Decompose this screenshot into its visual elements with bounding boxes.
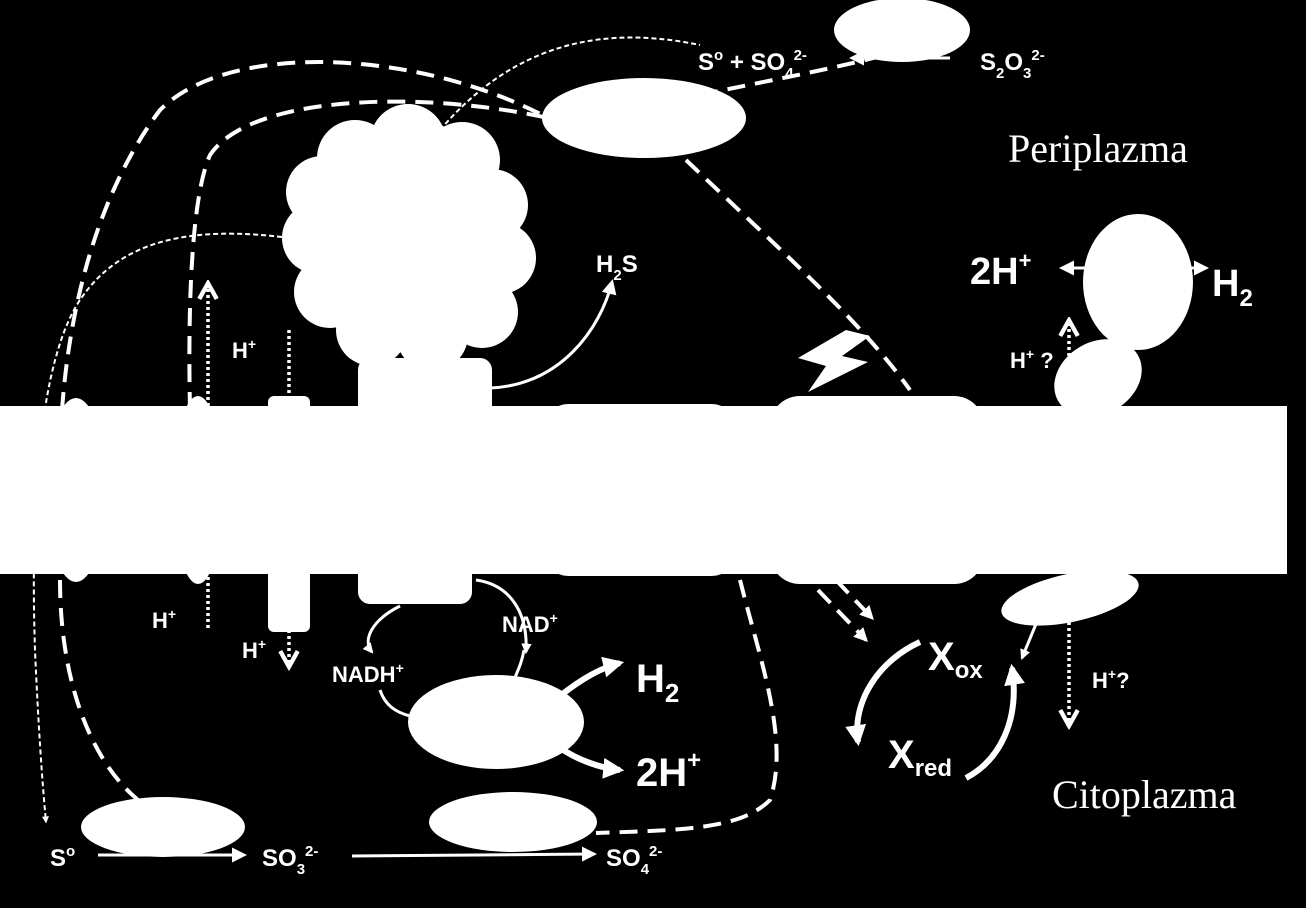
- periplasm-enzyme-center: [542, 78, 746, 158]
- label-s0-bottom: So: [50, 843, 75, 872]
- periplasm-label: Periplazma: [1008, 126, 1188, 171]
- labels: Periplazma Citoplazma So + SO42- S2O32- …: [50, 47, 1253, 878]
- label-2hplus-bottom: 2H+: [636, 747, 701, 795]
- hydrogenase-cytoplasm: [408, 675, 584, 769]
- label-2hplus-top: 2H+: [970, 248, 1031, 293]
- proton-arrows: [208, 285, 1069, 724]
- label-s0-plus-so4: So + SO42-: [698, 47, 807, 82]
- cytoplasmic-enzymes: [81, 675, 597, 857]
- label-hplus-cyto-2: H+: [242, 636, 266, 663]
- membrane-proteins: [46, 339, 1142, 632]
- membrane-protein-2: [173, 396, 223, 584]
- label-hplus-q-top: H+ ?: [1010, 346, 1054, 373]
- lightning-icon: [798, 330, 870, 392]
- label-so3: SO32-: [262, 843, 318, 878]
- membrane-protein-4: [358, 358, 492, 438]
- label-nadh: NADH+: [332, 660, 404, 687]
- membrane-protein-9: [1001, 570, 1139, 626]
- label-s2o3: S2O32-: [980, 47, 1045, 82]
- label-hplus-periplasm: H+: [232, 336, 256, 363]
- hydrogenase-periplasm: [1083, 214, 1193, 350]
- membrane-protein-8: [1054, 339, 1142, 417]
- membrane-protein-6: [546, 404, 734, 576]
- label-h2s: H2S: [596, 251, 638, 284]
- multiheme-cytochrome-cluster: [282, 104, 536, 371]
- label-hplus-cyto-1: H+: [152, 606, 176, 633]
- reaction-arrows: [98, 50, 1209, 863]
- membrane-protein-1: [46, 398, 106, 582]
- membrane-protein-3: [268, 396, 310, 632]
- label-so4-bottom: SO42-: [606, 843, 662, 878]
- periplasm-enzyme-top: [834, 0, 970, 62]
- periplasmic-enzymes: [282, 0, 1193, 392]
- label-h2-top: H2: [1212, 263, 1253, 312]
- label-xox: Xox: [928, 635, 983, 684]
- label-h2-bottom: H2: [636, 657, 679, 708]
- membrane-protein-7: [770, 396, 984, 584]
- fine-dotted-paths: [32, 36, 701, 824]
- label-xred: Xred: [888, 733, 952, 782]
- cytoplasm-enzyme-right: [429, 792, 597, 852]
- membrane-protein-5: [358, 530, 472, 604]
- label-nad: NAD+: [502, 610, 558, 637]
- cytoplasm-label: Citoplazma: [1052, 772, 1237, 817]
- cytoplasm-enzyme-left: [81, 797, 245, 857]
- label-hplus-q-cyto: H+?: [1092, 666, 1130, 693]
